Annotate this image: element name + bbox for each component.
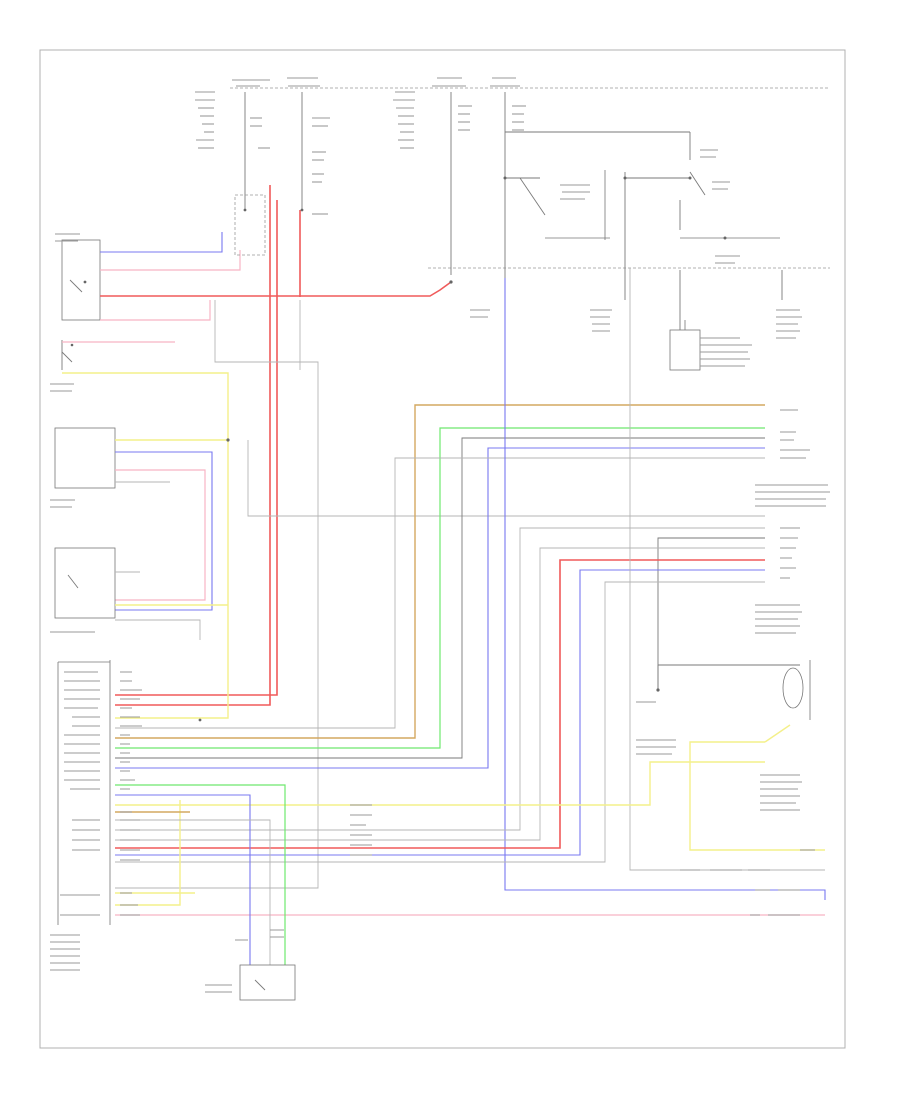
wire-black-top	[115, 437, 765, 759]
wire-green-top	[115, 427, 765, 749]
wire-gray-top-right	[115, 457, 765, 729]
switch-box-top-left	[55, 233, 101, 321]
top-label-ticks	[195, 77, 526, 215]
wire-black-bank-2	[657, 537, 765, 690]
wire-blue-top	[100, 232, 223, 253]
bottom-actuator	[205, 929, 296, 1001]
wire-blue-2	[115, 451, 213, 611]
relay-area	[503, 149, 780, 270]
wire-yellow-bottom-1	[115, 800, 181, 906]
wire-gray-bank-6	[115, 581, 765, 863]
wire-red-right-long	[115, 200, 278, 696]
wire-blue-long-v	[504, 278, 826, 900]
diagram-frame	[39, 49, 846, 1049]
relay-box-upper	[234, 194, 266, 256]
wire-gray-mid	[115, 300, 319, 889]
wire-gray-bank-3	[115, 547, 765, 841]
right-connectors	[470, 270, 802, 371]
wire-red-left-vert	[115, 185, 271, 706]
wire-gray-5	[115, 619, 201, 640]
wire-tan-top	[115, 404, 765, 739]
wire-yellow-lower-right-2	[115, 761, 765, 806]
switch-mid-left	[50, 340, 74, 392]
wire-yellow-top	[62, 372, 229, 719]
wire-blue-bank-5	[115, 569, 765, 856]
ecu-pin-ticks	[50, 671, 815, 971]
wire-blue-top-right	[115, 447, 765, 769]
wire-red-bank-4	[115, 559, 765, 849]
lower-right-components	[636, 409, 830, 811]
wire-gray-bottom	[115, 819, 271, 965]
sensor-box-mid	[50, 427, 116, 508]
junction-dots	[198, 208, 660, 722]
ecu-connector-block	[57, 660, 111, 925]
wire-yellow-4	[764, 724, 791, 743]
wire-red-pink-top	[100, 250, 241, 271]
wire-yellow-lower-right	[689, 741, 825, 851]
wire-gray-bank-7	[629, 268, 825, 871]
wire-green-bottom	[115, 784, 286, 965]
wire-pink-4	[115, 469, 206, 601]
switch-box-bottom-left	[50, 547, 116, 633]
wire-gray-bank-1	[115, 527, 765, 831]
wire-gray-long-h	[247, 440, 765, 517]
wire-red-main-top	[100, 281, 452, 297]
wire-pink-2	[100, 300, 211, 321]
wire-blue-bottom	[115, 794, 251, 965]
